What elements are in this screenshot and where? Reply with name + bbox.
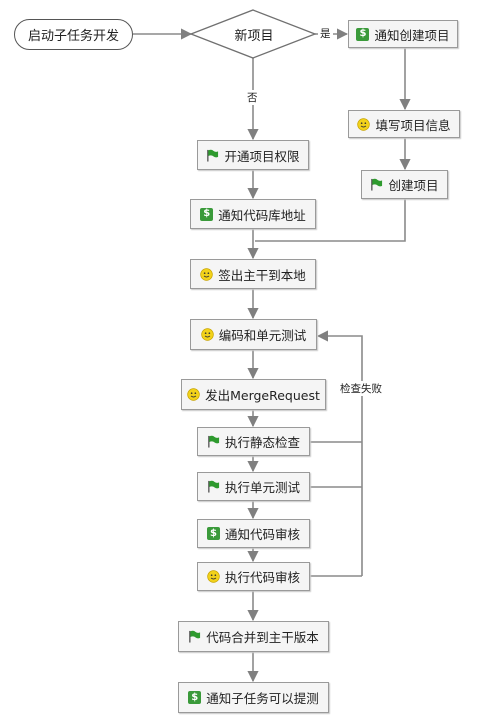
node-fill-info-label: 填写项目信息 xyxy=(375,117,451,133)
smiley-icon xyxy=(200,267,213,281)
node-notify-test: $ 通知子任务可以提测 xyxy=(178,682,329,713)
node-merge-request-label: 发出MergeRequest xyxy=(205,388,320,403)
node-notify-create-label: 通知创建项目 xyxy=(374,27,450,43)
flag-icon xyxy=(207,480,220,493)
node-open-permission-label: 开通项目权限 xyxy=(224,148,300,164)
edge-label-check-failed: 检查失败 xyxy=(338,381,384,396)
node-do-review-label: 执行代码审核 xyxy=(224,570,300,585)
edge-label-yes: 是 xyxy=(318,26,333,41)
node-do-review: 执行代码审核 xyxy=(197,562,310,591)
node-unit-test-label: 执行单元测试 xyxy=(224,480,300,495)
smiley-icon xyxy=(187,388,200,401)
node-merge-request: 发出MergeRequest xyxy=(181,379,326,410)
flag-icon xyxy=(207,435,220,448)
smiley-icon xyxy=(207,570,220,583)
node-notify-review: $ 通知代码审核 xyxy=(197,519,310,548)
flag-icon xyxy=(188,630,201,643)
decision-diamond xyxy=(189,9,317,59)
start-node: 启动子任务开发 xyxy=(14,19,133,50)
edge-label-no: 否 xyxy=(245,90,260,105)
node-open-permission: 开通项目权限 xyxy=(197,140,309,170)
node-notify-review-label: 通知代码审核 xyxy=(224,527,300,542)
node-fill-info: 填写项目信息 xyxy=(348,110,460,138)
node-unit-test: 执行单元测试 xyxy=(197,472,310,501)
dollar-icon: $ xyxy=(356,27,370,41)
flag-icon xyxy=(206,149,219,162)
node-create-project: 创建项目 xyxy=(361,170,448,199)
node-create-project-label: 创建项目 xyxy=(388,178,439,193)
node-merge-trunk-label: 代码合并到主干版本 xyxy=(206,630,319,645)
node-notify-repo-label: 通知代码库地址 xyxy=(218,207,306,223)
dollar-icon: $ xyxy=(200,207,214,221)
node-notify-test-label: 通知子任务可以提测 xyxy=(206,691,319,706)
node-notify-create: $ 通知创建项目 xyxy=(348,20,458,48)
node-coding: 编码和单元测试 xyxy=(190,319,317,350)
smiley-icon xyxy=(357,117,371,131)
dollar-icon: $ xyxy=(206,527,220,540)
node-static-check-label: 执行静态检查 xyxy=(224,435,300,450)
smiley-icon xyxy=(201,328,214,341)
node-coding-label: 编码和单元测试 xyxy=(218,328,307,343)
start-label: 启动子任务开发 xyxy=(27,29,119,44)
node-merge-trunk: 代码合并到主干版本 xyxy=(178,621,329,652)
node-checkout: 签出主干到本地 xyxy=(190,259,316,289)
dollar-icon: $ xyxy=(188,691,202,704)
flag-icon xyxy=(370,178,383,191)
node-notify-repo: $ 通知代码库地址 xyxy=(190,199,316,229)
node-checkout-label: 签出主干到本地 xyxy=(218,267,306,283)
decision-label: 新项目 xyxy=(234,29,274,44)
node-static-check: 执行静态检查 xyxy=(197,427,310,456)
